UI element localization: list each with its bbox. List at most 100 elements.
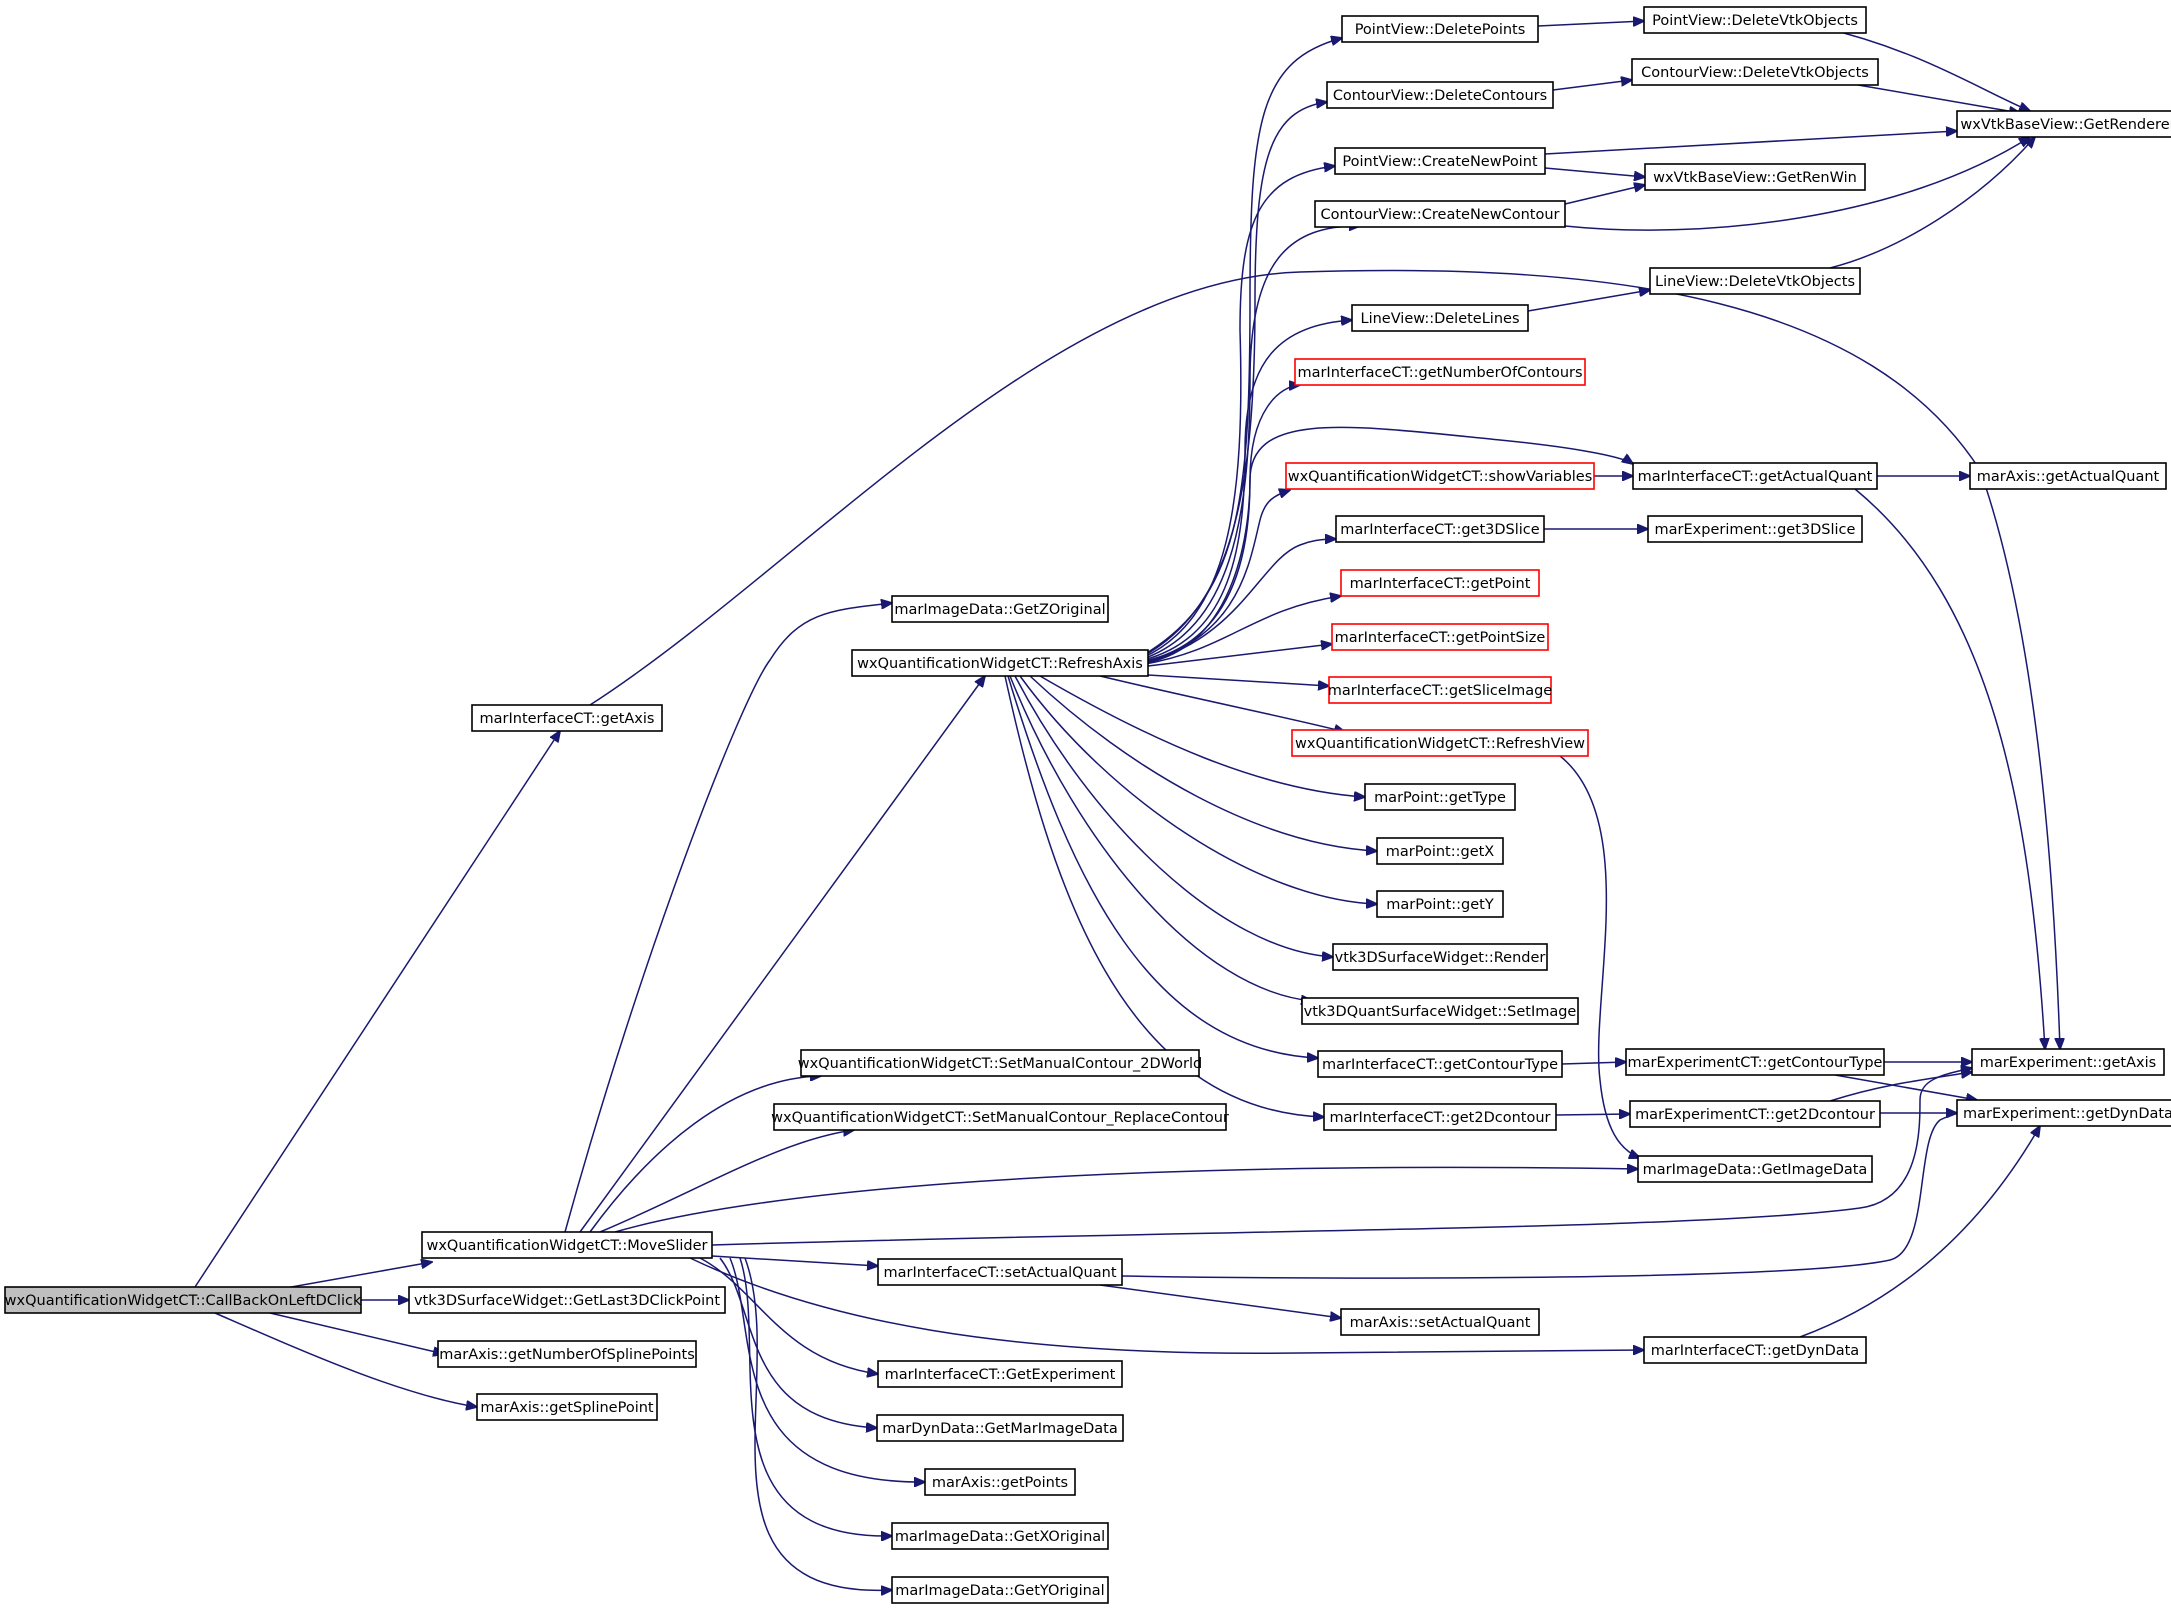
node-getSplinePoint[interactable]: marAxis::getSplinePoint — [476, 1393, 658, 1421]
node-moveSlider[interactable]: wxQuantificationWidgetCT::MoveSlider — [421, 1231, 713, 1259]
node-getPoints[interactable]: marAxis::getPoints — [924, 1468, 1076, 1496]
node-box[interactable] — [891, 1522, 1109, 1550]
node-box[interactable] — [476, 1393, 658, 1421]
node-box[interactable] — [1335, 515, 1545, 543]
node-getZOriginal[interactable]: marImageData::GetZOriginal — [891, 595, 1109, 623]
node-cvDeleteVtk[interactable]: ContourView::DeleteVtkObjects — [1631, 58, 1879, 86]
node-getXOriginal[interactable]: marImageData::GetXOriginal — [891, 1522, 1109, 1550]
node-getSliceImage[interactable]: marInterfaceCT::getSliceImage — [1328, 676, 1553, 704]
node-box[interactable] — [1317, 1050, 1563, 1078]
node-box[interactable] — [1331, 623, 1549, 651]
node-getRenderer[interactable]: wxVtkBaseView::GetRenderer — [1956, 110, 2171, 138]
node-box[interactable] — [924, 1468, 1076, 1496]
node-box[interactable] — [1637, 1155, 1873, 1183]
node-box[interactable] — [876, 1414, 1124, 1442]
node-box[interactable] — [1328, 676, 1552, 704]
node-box[interactable] — [1625, 1048, 1885, 1076]
node-box[interactable] — [1351, 304, 1529, 332]
node-box[interactable] — [421, 1231, 713, 1259]
node-box[interactable] — [1647, 515, 1863, 543]
node-get3DSlice_ict[interactable]: marInterfaceCT::get3DSlice — [1335, 515, 1545, 543]
node-setImage[interactable]: vtk3DQuantSurfaceWidget::SetImage — [1301, 997, 1579, 1025]
node-getType[interactable]: marPoint::getType — [1364, 783, 1516, 811]
node-getMarImageData[interactable]: marDynData::GetMarImageData — [876, 1414, 1124, 1442]
node-box[interactable] — [1376, 890, 1504, 918]
node-box[interactable] — [1643, 6, 1867, 34]
node-getAxis_ict[interactable]: marInterfaceCT::getAxis — [471, 704, 663, 732]
node-getRenWin[interactable]: wxVtkBaseView::GetRenWin — [1644, 163, 1866, 191]
node-box[interactable] — [1644, 163, 1866, 191]
node-getX[interactable]: marPoint::getX — [1376, 837, 1504, 865]
node-box[interactable] — [1323, 1103, 1557, 1131]
node-render[interactable]: vtk3DSurfaceWidget::Render — [1332, 943, 1548, 971]
node-deletePoints[interactable]: PointView::DeletePoints — [1341, 15, 1539, 43]
node-box[interactable] — [1291, 729, 1589, 757]
node-box[interactable] — [773, 1103, 1227, 1131]
node-box[interactable] — [1326, 81, 1554, 109]
node-box[interactable] — [1301, 997, 1579, 1025]
node-box[interactable] — [891, 595, 1109, 623]
node-refreshAxis[interactable]: wxQuantificationWidgetCT::RefreshAxis — [851, 649, 1149, 677]
node-pvDeleteVtk[interactable]: PointView::DeleteVtkObjects — [1643, 6, 1867, 34]
node-getActualQuant_ict[interactable]: marInterfaceCT::getActualQuant — [1632, 462, 1878, 490]
node-deleteContours[interactable]: ContourView::DeleteContours — [1326, 81, 1554, 109]
node-box[interactable] — [1314, 200, 1566, 228]
node-get2Dcontour_ict[interactable]: marInterfaceCT::get2Dcontour — [1323, 1103, 1557, 1131]
node-box[interactable] — [1340, 569, 1540, 597]
node-getY[interactable]: marPoint::getY — [1376, 890, 1504, 918]
node-box[interactable] — [1643, 1336, 1867, 1364]
node-getPointSize[interactable]: marInterfaceCT::getPointSize — [1331, 623, 1549, 651]
node-getYOriginal[interactable]: marImageData::GetYOriginal — [891, 1576, 1109, 1604]
node-createNewPoint[interactable]: PointView::CreateNewPoint — [1334, 147, 1546, 175]
node-box[interactable] — [1334, 147, 1546, 175]
node-setActualQuant_ax[interactable]: marAxis::setActualQuant — [1340, 1308, 1540, 1336]
node-getContourType_exp[interactable]: marExperimentCT::getContourType — [1625, 1048, 1885, 1076]
node-box[interactable] — [1340, 1308, 1540, 1336]
node-box[interactable] — [1332, 943, 1548, 971]
node-showVariables[interactable]: wxQuantificationWidgetCT::showVariables — [1285, 462, 1595, 490]
node-box[interactable] — [1632, 462, 1878, 490]
node-setMCRep[interactable]: wxQuantificationWidgetCT::SetManualConto… — [771, 1103, 1229, 1131]
node-getContourType_ict[interactable]: marInterfaceCT::getContourType — [1317, 1050, 1563, 1078]
node-getDynData_ict[interactable]: marInterfaceCT::getDynData — [1643, 1336, 1867, 1364]
node-get3DSlice_exp[interactable]: marExperiment::get3DSlice — [1647, 515, 1863, 543]
node-getLast3D[interactable]: vtk3DSurfaceWidget::GetLast3DClickPoint — [408, 1286, 726, 1314]
node-box[interactable] — [1956, 1099, 2171, 1127]
node-box[interactable] — [1649, 267, 1861, 295]
node-get2Dcontour_exp[interactable]: marExperimentCT::get2Dcontour — [1629, 1100, 1881, 1128]
node-box[interactable] — [1956, 110, 2171, 138]
node-getDynData_exp[interactable]: marExperiment::getDynData — [1956, 1099, 2171, 1127]
node-box[interactable] — [800, 1049, 1200, 1077]
node-box[interactable] — [1341, 15, 1539, 43]
node-getNumSpline[interactable]: marAxis::getNumberOfSplinePoints — [437, 1340, 697, 1368]
node-getAxis_exp[interactable]: marExperiment::getAxis — [1971, 1048, 2165, 1076]
node-box[interactable] — [891, 1576, 1109, 1604]
node-box[interactable] — [1285, 462, 1595, 490]
node-box[interactable] — [408, 1286, 726, 1314]
node-getImageData[interactable]: marImageData::GetImageData — [1637, 1155, 1873, 1183]
node-createNewContour[interactable]: ContourView::CreateNewContour — [1314, 200, 1566, 228]
node-box[interactable] — [1969, 462, 2167, 490]
node-box[interactable] — [437, 1340, 697, 1368]
node-box[interactable] — [1376, 837, 1504, 865]
node-box[interactable] — [851, 649, 1149, 677]
node-box[interactable] — [877, 1258, 1123, 1286]
node-getNumContours[interactable]: marInterfaceCT::getNumberOfContours — [1294, 358, 1586, 386]
node-getExperiment[interactable]: marInterfaceCT::GetExperiment — [877, 1360, 1123, 1388]
node-box[interactable] — [1294, 358, 1586, 386]
node-setActualQuant_ict[interactable]: marInterfaceCT::setActualQuant — [877, 1258, 1123, 1286]
node-box[interactable] — [1364, 783, 1516, 811]
node-setMC2D[interactable]: wxQuantificationWidgetCT::SetManualConto… — [798, 1049, 1202, 1077]
node-box[interactable] — [471, 704, 663, 732]
node-refreshView[interactable]: wxQuantificationWidgetCT::RefreshView — [1291, 729, 1589, 757]
node-lvDeleteVtk[interactable]: LineView::DeleteVtkObjects — [1649, 267, 1861, 295]
node-box[interactable] — [4, 1286, 362, 1314]
node-box[interactable] — [1971, 1048, 2165, 1076]
node-getPoint_ict[interactable]: marInterfaceCT::getPoint — [1340, 569, 1540, 597]
node-box[interactable] — [1631, 58, 1879, 86]
node-root[interactable]: wxQuantificationWidgetCT::CallBackOnLeft… — [4, 1286, 362, 1314]
node-box[interactable] — [877, 1360, 1123, 1388]
node-getActualQuant_ax[interactable]: marAxis::getActualQuant — [1969, 462, 2167, 490]
node-box[interactable] — [1629, 1100, 1881, 1128]
node-deleteLines[interactable]: LineView::DeleteLines — [1351, 304, 1529, 332]
